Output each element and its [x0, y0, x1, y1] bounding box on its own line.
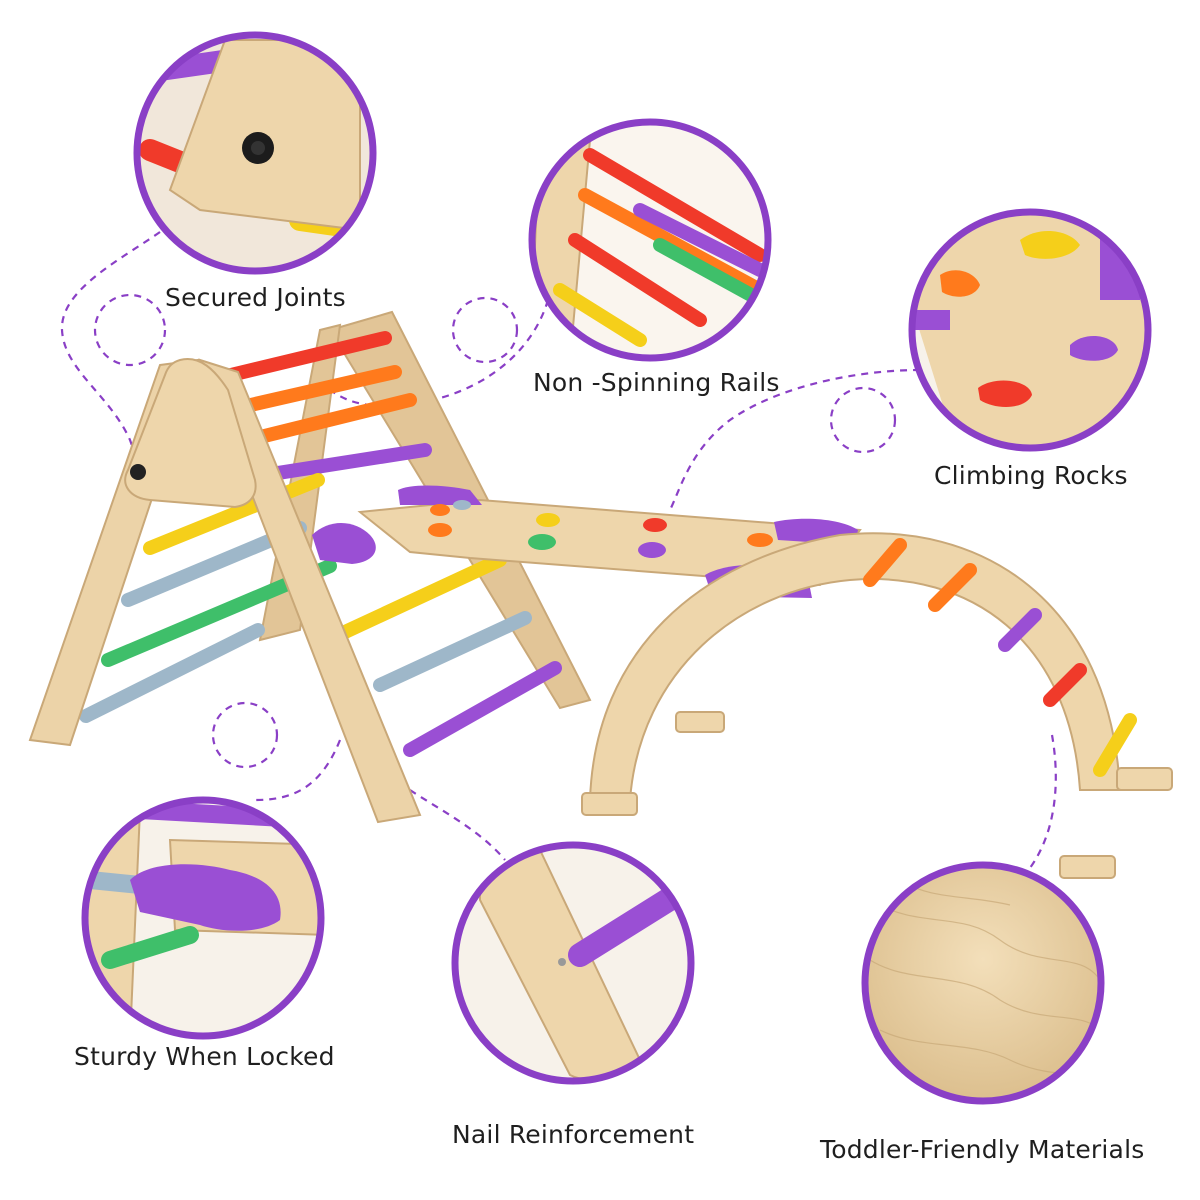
detail-nail-reinforcement	[451, 841, 695, 1085]
nail-reinforcement-label: Nail Reinforcement	[452, 1120, 695, 1149]
arch-rocker	[581, 532, 1173, 879]
detail-sturdy-when-locked	[81, 796, 325, 1040]
detail-non-spinning-rails	[528, 118, 772, 362]
toddler-friendly-materials-label: Toddler-Friendly Materials	[820, 1135, 1145, 1164]
non-spinning-rails-label: Non -Spinning Rails	[533, 368, 780, 397]
detail-toddler-friendly-materials	[861, 861, 1105, 1105]
detail-secured-joints	[133, 31, 377, 275]
secured-joints-label: Secured Joints	[165, 283, 346, 312]
dashed-connectors	[60, 231, 1057, 881]
sturdy-when-locked-label: Sturdy When Locked	[74, 1042, 335, 1071]
triangle-climber	[28, 310, 592, 824]
detail-climbing-rocks	[908, 208, 1152, 452]
climbing-rocks-label: Climbing Rocks	[934, 461, 1128, 490]
